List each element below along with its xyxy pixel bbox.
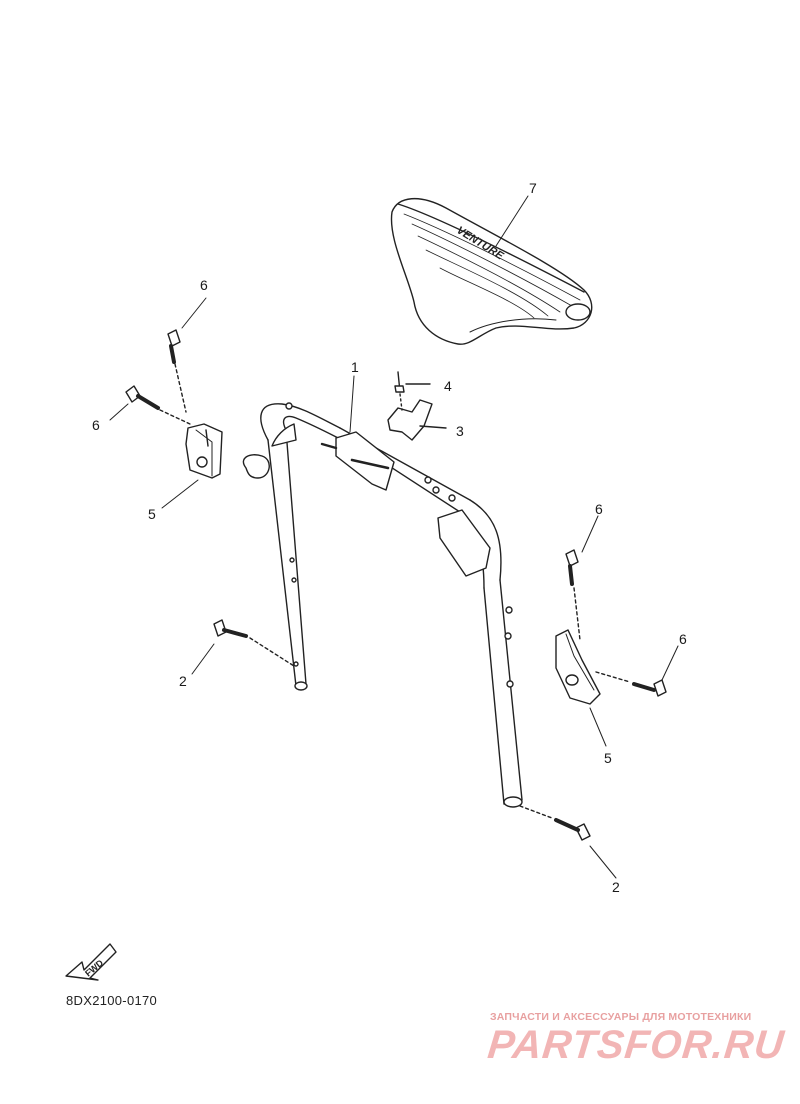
callout-2-right: 2 xyxy=(612,879,620,895)
callout-6-right: 6 xyxy=(679,631,687,647)
watermark-tagline: ЗАПЧАСТИ И АКСЕССУАРЫ ДЛЯ МОТОТЕХНИКИ xyxy=(490,1011,752,1023)
callout-5-left: 5 xyxy=(148,506,156,522)
callout-2-left: 2 xyxy=(179,673,187,689)
leader-lines xyxy=(109,195,679,879)
bolt-2-right xyxy=(519,805,591,841)
diagram-code: 8DX2100-0170 xyxy=(66,993,158,1008)
bolt-6-right xyxy=(595,671,667,697)
callout-5-right: 5 xyxy=(604,750,612,766)
bolt-6-left xyxy=(125,385,191,425)
bolt-6-right-top xyxy=(565,549,581,641)
backrest-frame xyxy=(260,402,523,808)
callout-4: 4 xyxy=(444,378,452,394)
bolt-2-left xyxy=(213,619,295,667)
callout-7: 7 xyxy=(529,180,537,196)
rivet-part xyxy=(394,371,431,411)
bracket-right xyxy=(555,629,601,705)
callout-3: 3 xyxy=(456,423,464,439)
bracket-left xyxy=(185,423,223,479)
clip-part xyxy=(387,399,447,441)
fwd-arrow-icon: FWD xyxy=(65,943,117,981)
grommet xyxy=(242,454,270,479)
backrest-pad: VENTURE xyxy=(390,197,593,345)
bolt-6-top-left xyxy=(167,329,187,413)
callout-6-left: 6 xyxy=(92,417,100,433)
callout-6-right-top: 6 xyxy=(595,501,603,517)
callout-6-top-left: 6 xyxy=(200,277,208,293)
callout-1: 1 xyxy=(351,359,359,375)
watermark-logo: PARTSFOR.RU xyxy=(485,1023,787,1067)
